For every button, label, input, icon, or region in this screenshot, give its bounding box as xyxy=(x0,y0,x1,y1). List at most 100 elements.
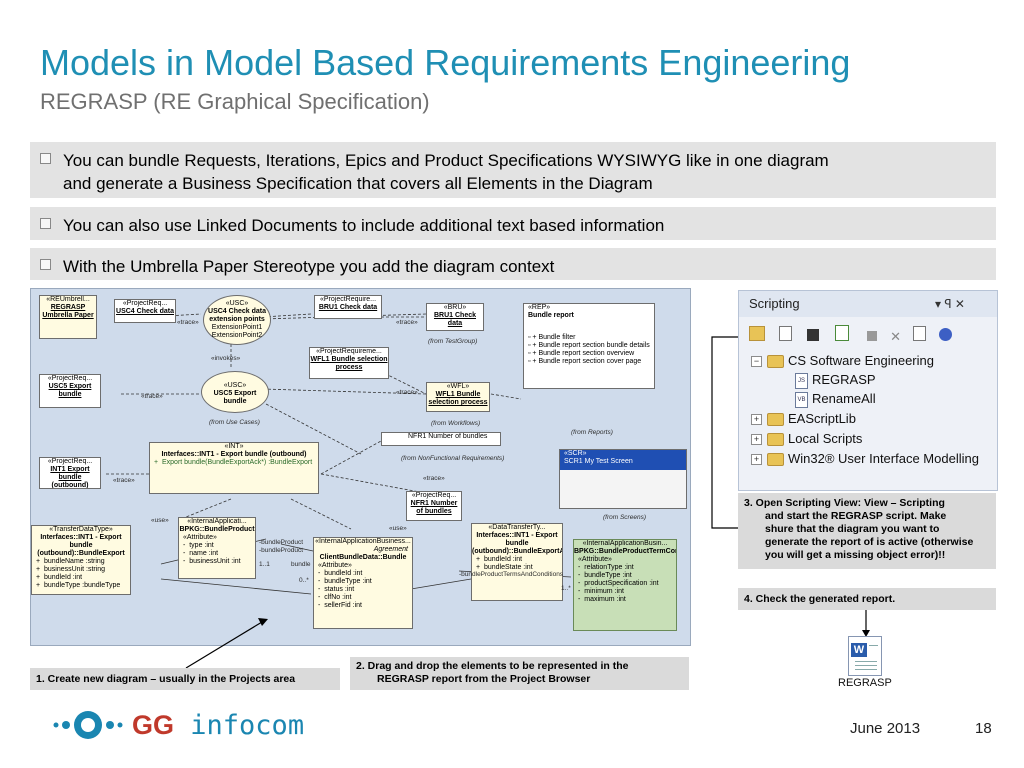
callout-step-1: 1. Create new diagram – usually in the P… xyxy=(30,668,340,690)
bru1-request-node[interactable]: «ProjectRequire... BRU1 Check data xyxy=(314,295,382,319)
node-attr: + bundleName :string xyxy=(36,558,105,565)
bundle-export-type-node[interactable]: «TransferDataType» Interfaces::INT1 - Ex… xyxy=(31,525,131,595)
slide-title: Models in Model Based Requirements Engin… xyxy=(40,42,851,83)
int1-request-node[interactable]: «ProjectReq... INT1 Export bundle (outbo… xyxy=(39,457,101,489)
tree-item-win32-ui-modelling[interactable]: Win32® User Interface Modelling xyxy=(767,451,979,467)
expand-icon[interactable]: + xyxy=(751,414,762,425)
node-name: Bundle report xyxy=(528,312,574,319)
node-attr: - clfNo :int xyxy=(318,594,352,601)
node-stereotype: «WFL» xyxy=(446,383,470,390)
node-attr: - minimum :int xyxy=(578,588,624,595)
properties-icon[interactable] xyxy=(912,326,926,341)
scripting-toolbar: ✕ xyxy=(749,325,953,345)
node-attr: «Attribute» xyxy=(183,534,217,541)
callout-text: 3. Open Scripting View: View – Scripting xyxy=(744,497,945,509)
node-name: ClientBundleData::Bundle xyxy=(319,554,407,561)
node-stereotype: «ProjectReq... xyxy=(411,492,457,499)
report-item: ▫ + Bundle report section bundle details xyxy=(528,342,650,349)
int1-interface-node[interactable]: «INT» Interfaces::INT1 - Export bundle (… xyxy=(149,442,319,494)
tree-item-local-scripts[interactable]: Local Scripts xyxy=(767,431,862,447)
uml-diagram[interactable]: «REUmbrell... REGRASP Umbrella Paper «Pr… xyxy=(30,288,691,646)
node-stereotype: «INT» xyxy=(224,443,244,450)
collapse-icon[interactable]: − xyxy=(751,356,762,367)
nfr1-node[interactable]: NFR1 Number of bundles xyxy=(381,432,501,446)
bru1-node[interactable]: «BRU» BRU1 Check data xyxy=(426,303,484,331)
scr1-screen-node[interactable]: «SCR» SCR1 My Test Screen xyxy=(559,449,687,509)
node-stereotype: «USC» xyxy=(223,382,247,389)
node-attr: - maximum :int xyxy=(578,596,626,603)
new-script-icon[interactable] xyxy=(749,326,765,341)
scripting-header: Scripting xyxy=(739,291,997,317)
usc4-usecase[interactable]: «USC» USC4 Check data extension points E… xyxy=(203,295,271,345)
node-attr: - type :int xyxy=(183,542,214,549)
bullet-icon xyxy=(40,153,51,164)
expand-icon[interactable]: + xyxy=(751,434,762,445)
node-stereotype: «BRU» xyxy=(443,304,467,311)
delete-icon[interactable]: ✕ xyxy=(890,329,902,344)
connector-label: «use» xyxy=(389,525,407,532)
bundle-export-ack-node[interactable]: «DataTransferTy... Interfaces::INT1 - Ex… xyxy=(471,523,563,601)
from-label: (from Reports) xyxy=(571,429,613,436)
folder-icon xyxy=(767,355,784,369)
node-stereotype: «ProjectReq... xyxy=(47,458,93,465)
node-attr: - bundleId :int xyxy=(318,570,363,577)
from-label: (from Workflows) xyxy=(431,420,481,427)
from-label: (from Use Cases) xyxy=(209,419,260,426)
node-stereotype: «ProjectRequireme... xyxy=(316,348,382,355)
node-attr: - bundleType :int xyxy=(578,572,632,579)
bundle-report-node[interactable]: «REP» Bundle report ▫ + Bundle filter ▫ … xyxy=(523,303,655,389)
help-icon[interactable] xyxy=(939,328,953,341)
node-name: Interfaces::INT1 - Export bundle (outbou… xyxy=(161,451,307,458)
node-stereotype: «DataTransferTy... xyxy=(488,524,546,531)
umbrella-paper-node[interactable]: «REUmbrell... REGRASP Umbrella Paper xyxy=(39,295,97,339)
tree-item-cs-software-engineering[interactable]: CS Software Engineering xyxy=(767,353,934,369)
usc4-request-node[interactable]: «ProjectReq... USC4 Check data xyxy=(114,299,176,323)
bullet-text-line: You can also use Linked Documents to inc… xyxy=(63,216,665,235)
connector-label: «invokes» xyxy=(211,355,241,362)
node-stereotype: «InternalApplicati... xyxy=(187,518,247,525)
node-name: USC5 Export bundle xyxy=(48,383,92,398)
tree-item-eascriptlib[interactable]: EAScriptLib xyxy=(767,411,856,427)
usc5-request-node[interactable]: «ProjectReq... USC5 Export bundle xyxy=(39,374,101,408)
word-document-icon[interactable]: W xyxy=(848,636,882,676)
node-stereotype: «ProjectReq... xyxy=(47,375,93,382)
save-icon[interactable] xyxy=(807,329,820,341)
bullet-icon xyxy=(40,259,51,270)
node-stereotype: «REP» xyxy=(528,304,551,311)
callout-text: 4. Check the generated report. xyxy=(744,593,896,605)
callout-text: shure that the diagram you want to xyxy=(765,523,940,535)
usc5-usecase[interactable]: «USC» USC5 Export bundle xyxy=(201,371,269,413)
new-file-icon[interactable] xyxy=(778,326,792,341)
scripting-panel[interactable]: Scripting ▾ ꟼ ✕ ✕ − CS Software Engineer… xyxy=(738,290,998,491)
connector-label: -bundleProduct xyxy=(259,539,304,546)
screen-titlebar: «SCR» SCR1 My Test Screen xyxy=(560,450,686,470)
node-attr: «Attribute» xyxy=(318,562,352,569)
node-name: WFL1 Bundle selection process xyxy=(310,356,388,371)
bundle-product-node[interactable]: «InternalApplicati... BPKG::BundleProduc… xyxy=(178,517,256,579)
panel-controls[interactable]: ▾ ꟼ ✕ xyxy=(935,297,965,311)
node-name: BRU1 Check data xyxy=(318,304,378,311)
node-attr: + businessUnit :string xyxy=(36,566,106,573)
connector-label: 1..* xyxy=(561,585,571,592)
node-name: REGRASP xyxy=(50,304,86,311)
stop-icon[interactable] xyxy=(866,331,877,341)
wfl1-node[interactable]: «WFL» WFL1 Bundle selection process xyxy=(426,382,490,412)
node-attr: + bundleState :int xyxy=(476,564,533,571)
bundle-term-conditions-node[interactable]: «InternalApplicationBusin... BPKG::Bundl… xyxy=(573,539,677,631)
callout-text: generate the report of is active (otherw… xyxy=(765,536,974,548)
report-item: ▫ + Bundle report section overview xyxy=(528,350,635,357)
bullet-icon xyxy=(40,218,51,229)
script-file-icon: VB xyxy=(795,391,808,408)
connector-label: «trace» xyxy=(423,475,445,482)
scripting-title: Scripting xyxy=(749,296,800,311)
node-stereotype: «InternalApplicationBusin... xyxy=(582,540,668,547)
run-script-icon[interactable] xyxy=(834,325,849,341)
wfl1-request-node[interactable]: «ProjectRequireme... WFL1 Bundle selecti… xyxy=(309,347,389,379)
nfr1-request-node[interactable]: «ProjectReq... NFR1 Number of bundles xyxy=(406,491,462,521)
expand-icon[interactable]: + xyxy=(751,454,762,465)
client-bundle-node[interactable]: «InternalApplicationBusiness... Agreemen… xyxy=(313,537,413,629)
callout-text: and start the REGRASP script. Make xyxy=(765,510,947,522)
folder-icon xyxy=(767,453,784,467)
